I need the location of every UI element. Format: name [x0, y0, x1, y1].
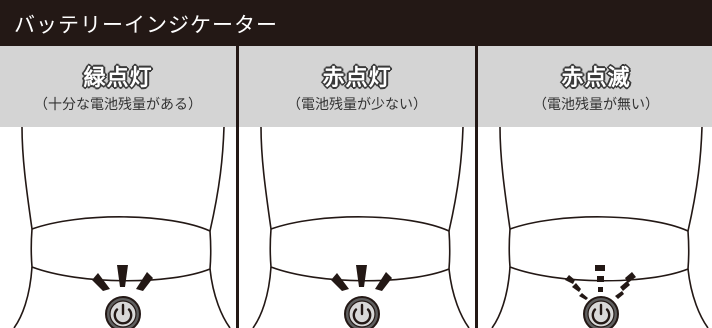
light-rays-icon: [92, 265, 153, 291]
power-icon: [105, 296, 141, 328]
panel-header: 赤点滅 （電池残量が無い）: [478, 46, 712, 127]
status-label: 緑点灯: [83, 66, 153, 91]
light-rays-blinking-icon: [565, 265, 636, 300]
panel-red-solid: 赤点灯 （電池残量が少ない）: [239, 46, 475, 328]
panel-red-blinking: 赤点滅 （電池残量が無い）: [478, 46, 712, 328]
device-illustration: [491, 127, 709, 328]
status-label: 赤点滅: [561, 66, 631, 91]
title-bar: バッテリーインジケーター: [0, 0, 712, 46]
status-description: （電池残量が少ない）: [287, 97, 427, 113]
power-icon: [583, 296, 619, 328]
panel-header: 緑点灯 （十分な電池残量がある）: [0, 46, 236, 127]
panel-green-solid: 緑点灯 （十分な電池残量がある）: [0, 46, 236, 328]
panel-divider: [236, 46, 239, 328]
figure-title: バッテリーインジケーター: [14, 13, 278, 37]
status-description: （電池残量が無い）: [533, 97, 659, 113]
device-illustration: [13, 127, 231, 328]
device-illustration: [252, 127, 470, 328]
light-rays-icon: [331, 265, 392, 291]
status-label: 赤点灯: [322, 66, 392, 91]
status-description: （十分な電池残量がある）: [34, 97, 202, 113]
panel-divider: [475, 46, 478, 328]
power-icon: [344, 296, 380, 328]
panel-header: 赤点灯 （電池残量が少ない）: [239, 46, 475, 127]
